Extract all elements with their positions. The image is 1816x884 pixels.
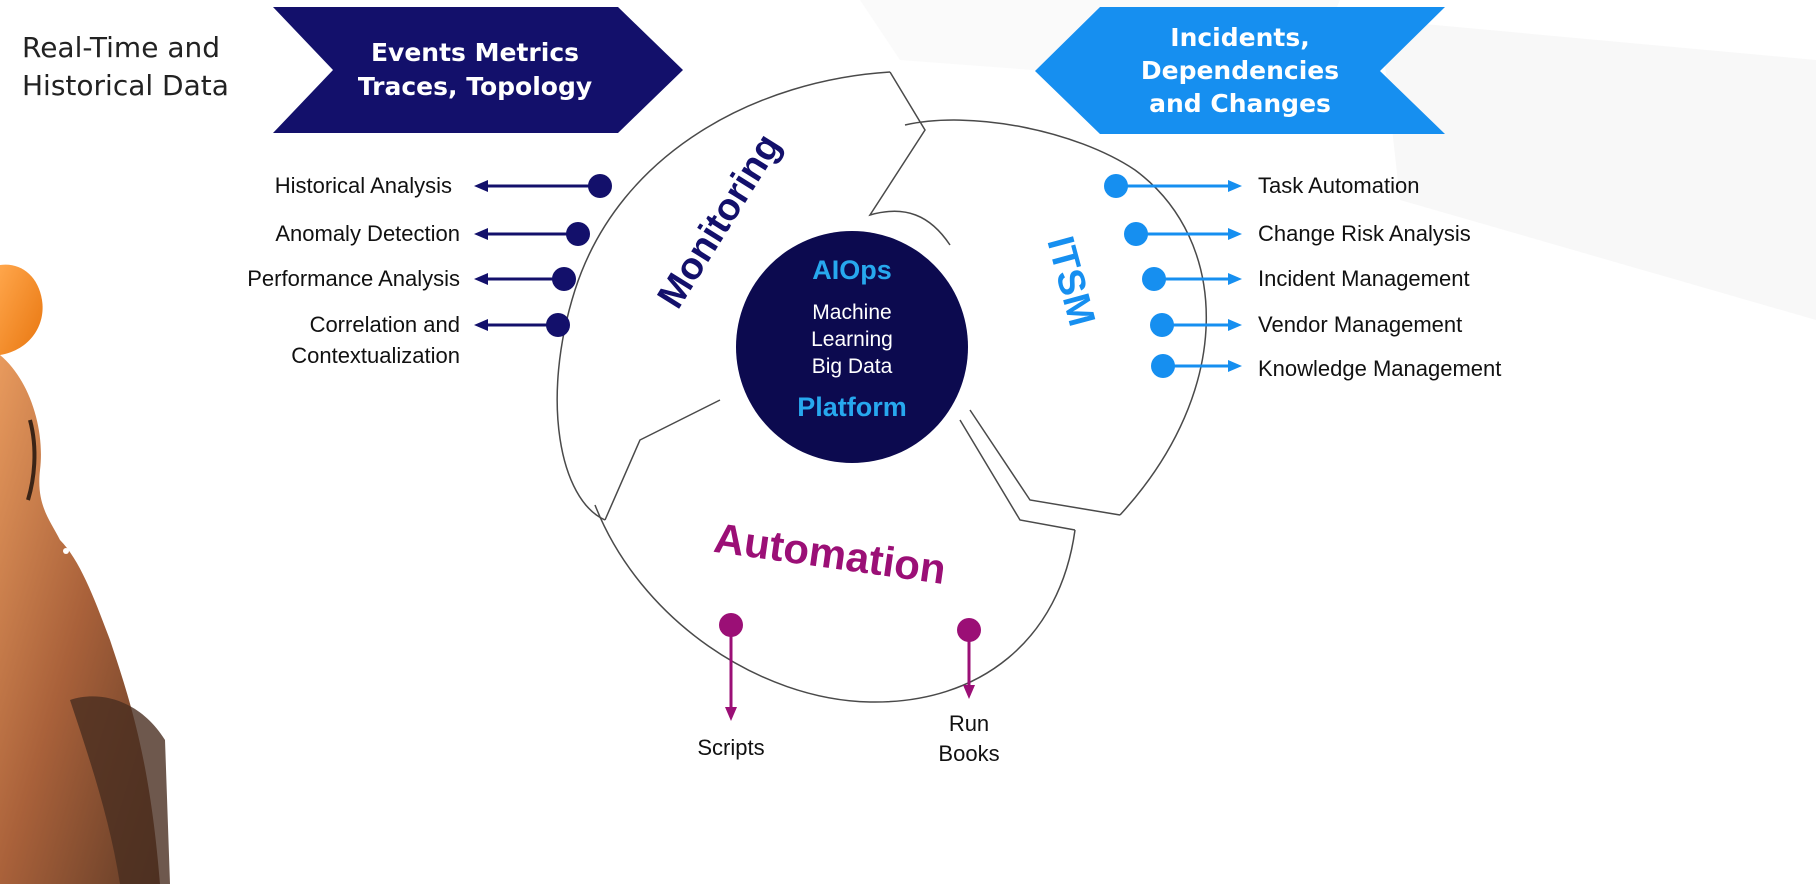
core-circle xyxy=(736,231,968,463)
banner-right-line-1: Incidents, xyxy=(1170,22,1310,52)
monitoring-item-contextualization: Contextualization xyxy=(291,343,460,368)
itsm-item-knowledge-management: Knowledge Management xyxy=(1258,356,1502,381)
banner-left: Events Metrics Traces, Topology xyxy=(345,10,605,130)
intro-label-line-1: Real-Time and xyxy=(22,31,220,64)
banner-right-line-2: Dependencies xyxy=(1140,55,1340,85)
automation-item-books: Books xyxy=(938,741,1000,766)
monitoring-item-correlation: Correlation and xyxy=(309,312,460,337)
itsm-connectors xyxy=(1104,174,1242,378)
core-line-2: Learning xyxy=(811,328,893,351)
banner-right-shape xyxy=(1035,7,1445,134)
banner-left-line-2: Traces, Topology xyxy=(357,72,593,101)
itsm-item-incident-management: Incident Management xyxy=(1258,266,1470,291)
core-content: AIOps Machine Learning Big Data Platform xyxy=(732,253,972,424)
banner-left-shape xyxy=(273,7,683,133)
core-title: AIOps xyxy=(812,255,892,285)
intro-label: Real-Time and Historical Data xyxy=(22,29,229,105)
monitoring-item-performance-analysis: Performance Analysis xyxy=(247,266,460,291)
itsm-item-change-risk-analysis: Change Risk Analysis xyxy=(1258,221,1471,246)
automation-item-run: Run xyxy=(948,711,990,736)
monitoring-connectors xyxy=(474,174,612,337)
itsm-item-vendor-management: Vendor Management xyxy=(1258,312,1463,337)
itsm-item-task-automation: Task Automation xyxy=(1258,173,1420,198)
monitoring-item-historical-analysis: Historical Analysis xyxy=(274,173,452,198)
automation-item-scripts: Scripts xyxy=(697,735,765,760)
core-line-3: Big Data xyxy=(811,355,893,378)
banner-left-line-1: Events Metrics xyxy=(370,38,580,67)
banner-right: Incidents, Dependencies and Changes xyxy=(1110,8,1370,132)
automation-connectors xyxy=(719,613,981,721)
monitoring-item-anomaly-detection: Anomaly Detection xyxy=(275,221,460,246)
core-line-1: Machine xyxy=(812,301,892,324)
person-photo xyxy=(0,264,170,884)
intro-label-line-2: Historical Data xyxy=(22,69,229,102)
core-footer: Platform xyxy=(797,392,907,422)
banner-right-line-3: and Changes xyxy=(1149,88,1331,118)
